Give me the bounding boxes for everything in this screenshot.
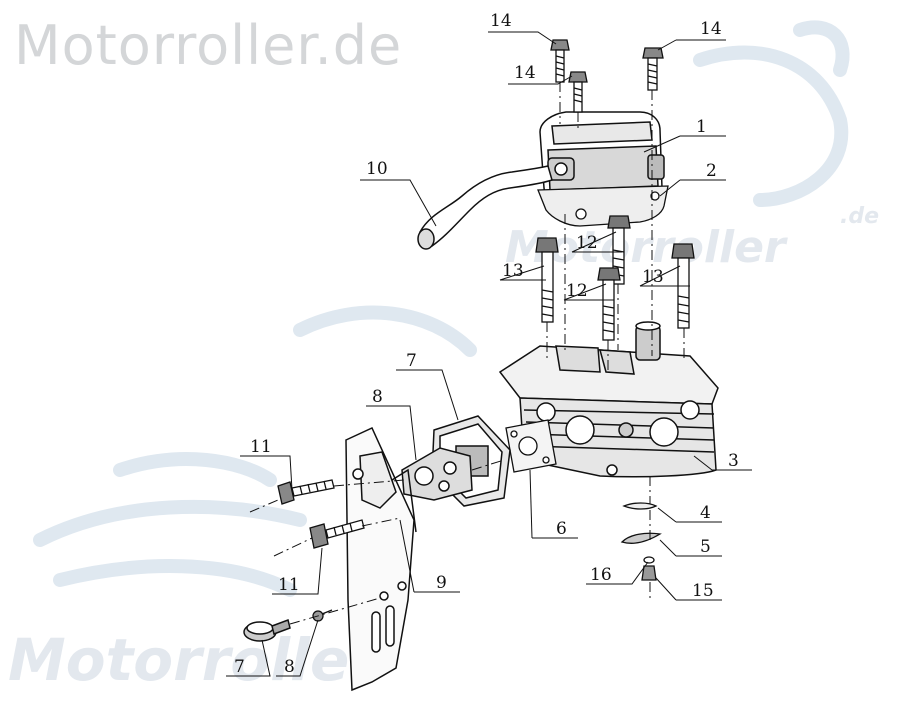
- cylinder-head: [498, 321, 719, 478]
- bolt-11-upper: [277, 479, 335, 505]
- valve-washer-4: [622, 502, 658, 510]
- callout-16: 16: [590, 565, 612, 585]
- callout-labels: 14 14 14 1 2 10 12 12 13 13 7 8 3 11 6 4…: [234, 11, 739, 677]
- valve-washer-5: [620, 532, 662, 544]
- scooter-watermark-graphic: [33, 20, 850, 597]
- breather-hose: [417, 165, 553, 250]
- callout-2: 2: [706, 161, 717, 181]
- callout-8: 8: [372, 387, 383, 407]
- callout-1: 1: [696, 117, 707, 137]
- watermark-middle-suffix: .de: [840, 204, 880, 229]
- small-screw: [312, 609, 333, 622]
- bolt-13-right: [671, 243, 695, 329]
- callout-7: 7: [406, 351, 417, 371]
- callout-13: 13: [642, 267, 664, 287]
- watermark-top: Motorroller.de: [14, 14, 403, 77]
- bolt-14-right: [642, 47, 664, 91]
- mounting-bracket: [345, 427, 417, 692]
- callout-4: 4: [700, 503, 711, 523]
- callout-14: 14: [514, 63, 536, 83]
- bolt-12-lower: [597, 267, 621, 341]
- callout-10: 10: [366, 159, 388, 179]
- callout-11: 11: [250, 437, 272, 457]
- spring-clip-16: [643, 556, 655, 564]
- bolt-12-upper: [607, 215, 631, 285]
- cover-gasket: [537, 185, 669, 227]
- hose-clamp: [243, 619, 291, 642]
- bolt-13-left: [535, 237, 559, 323]
- callout-8: 8: [284, 657, 295, 677]
- callout-12: 12: [566, 281, 588, 301]
- callout-14: 14: [490, 11, 512, 31]
- bolt-11-lower: [309, 519, 365, 549]
- callout-13: 13: [502, 261, 524, 281]
- callout-12: 12: [576, 233, 598, 253]
- intake-manifold: [401, 447, 473, 501]
- callout-3: 3: [728, 451, 739, 471]
- leader-lines: [226, 31, 752, 677]
- callout-11: 11: [278, 575, 300, 595]
- plug-15: [641, 565, 657, 581]
- bolt-14-left: [550, 39, 570, 83]
- callout-6: 6: [556, 519, 567, 539]
- bolt-14-center: [568, 71, 588, 113]
- watermark-bottom: Motorroller: [8, 626, 378, 694]
- callout-15: 15: [692, 581, 714, 601]
- callout-9: 9: [436, 573, 447, 593]
- callout-7: 7: [234, 657, 245, 677]
- callout-5: 5: [700, 537, 711, 557]
- assembly-center-lines: [249, 82, 685, 625]
- callout-14: 14: [700, 19, 722, 39]
- intake-gasket: [505, 419, 557, 473]
